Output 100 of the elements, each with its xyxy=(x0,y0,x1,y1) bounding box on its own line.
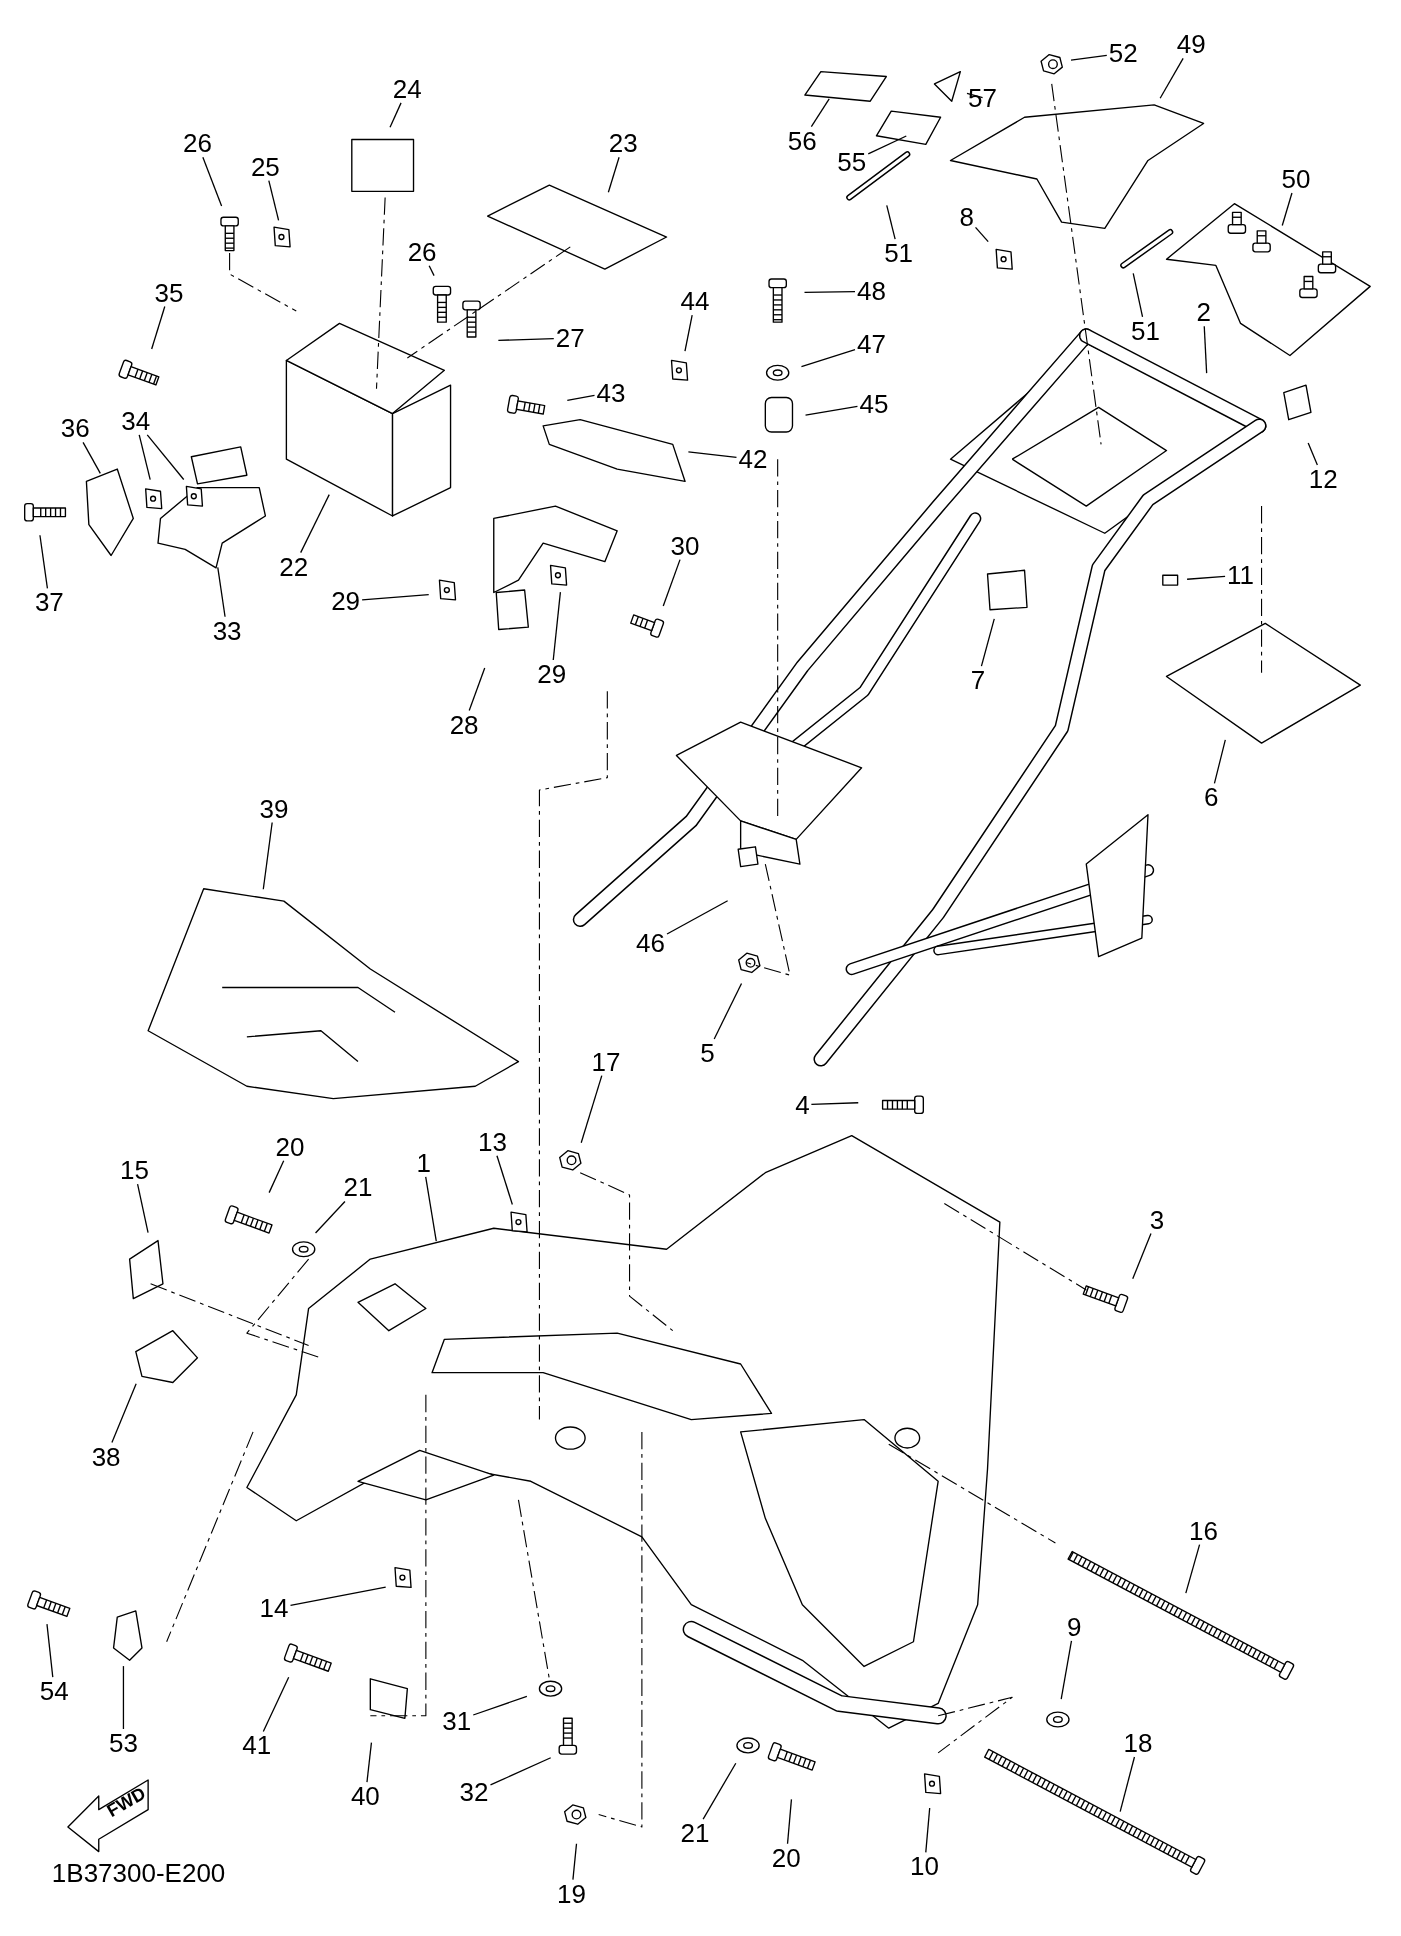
callout-number: 45 xyxy=(857,389,891,418)
callout-number: 23 xyxy=(606,129,640,158)
callout-number: 5 xyxy=(698,1038,717,1067)
callout-number: 51 xyxy=(1129,316,1162,345)
leader-line xyxy=(552,591,562,661)
leader-line xyxy=(1132,272,1144,318)
leader-line xyxy=(496,1155,513,1206)
callout-number: 7 xyxy=(968,666,988,695)
callout-number: 11 xyxy=(1225,561,1257,590)
leader-line xyxy=(146,434,185,481)
leader-line xyxy=(262,821,273,890)
callout-number: 53 xyxy=(106,1728,140,1757)
leader-line xyxy=(566,394,596,401)
leader-line xyxy=(966,92,984,99)
leader-line xyxy=(82,441,101,475)
callout-number: 18 xyxy=(1121,1728,1155,1757)
leader-line xyxy=(1060,1640,1073,1700)
callout-number: 14 xyxy=(257,1594,291,1623)
leader-line xyxy=(1203,325,1208,374)
callout-number: 8 xyxy=(957,203,976,232)
callout-number: 56 xyxy=(785,126,819,155)
callout-number: 3 xyxy=(1147,1205,1167,1234)
callout-number: 49 xyxy=(1174,30,1208,59)
callout-number: 31 xyxy=(440,1706,474,1735)
leader-line xyxy=(39,534,49,590)
leader-line xyxy=(702,1762,737,1820)
callout-number: 55 xyxy=(835,147,869,176)
callout-number: 24 xyxy=(390,74,424,103)
leader-line xyxy=(138,434,151,481)
leader-line xyxy=(366,1741,373,1783)
leader-line xyxy=(1213,739,1226,785)
leader-line xyxy=(925,1807,931,1854)
callout-number: 22 xyxy=(277,552,311,581)
leader-line xyxy=(1281,192,1293,227)
leader-line xyxy=(1307,442,1319,466)
leader-line xyxy=(122,1665,125,1730)
leader-line xyxy=(289,1586,387,1606)
callout-number: 29 xyxy=(535,659,569,688)
leader-line xyxy=(268,180,280,222)
leader-line xyxy=(867,135,907,155)
callout-number: 57 xyxy=(966,83,999,112)
leader-line xyxy=(300,494,330,554)
callout-number: 6 xyxy=(1201,783,1221,812)
leader-line xyxy=(262,1676,290,1733)
callout-number: 50 xyxy=(1279,165,1313,193)
callout-number: 39 xyxy=(257,794,291,823)
leader-line xyxy=(202,156,223,207)
leader-line xyxy=(472,1695,528,1716)
leader-line xyxy=(46,1623,54,1678)
callout-number: 27 xyxy=(553,324,587,353)
leader-line xyxy=(1186,575,1226,580)
callout-number: 9 xyxy=(1064,1612,1084,1641)
leader-line xyxy=(1070,54,1108,61)
leader-line xyxy=(111,1383,137,1444)
callout-number: 2 xyxy=(1194,298,1213,327)
callout-number: 16 xyxy=(1187,1516,1220,1545)
leader-line xyxy=(713,982,743,1040)
leader-line xyxy=(803,290,856,293)
callout-number: 15 xyxy=(118,1156,151,1185)
callout-number: 37 xyxy=(32,588,66,617)
drawing-number: 1B37300-E200 xyxy=(51,1857,226,1889)
leader-line xyxy=(980,618,995,667)
callout-number: 21 xyxy=(678,1819,712,1848)
callout-number: 13 xyxy=(476,1127,509,1156)
callout-number: 43 xyxy=(594,378,628,407)
callout-number: 32 xyxy=(457,1778,491,1807)
leader-line xyxy=(800,349,856,368)
leader-line xyxy=(1185,1544,1201,1594)
leader-line xyxy=(268,1160,285,1194)
callout-number: 25 xyxy=(248,152,282,181)
callout-number: 54 xyxy=(37,1677,71,1706)
callout-number: 26 xyxy=(405,237,439,266)
leader-line xyxy=(1132,1232,1152,1280)
leader-line xyxy=(151,305,166,350)
leader-line xyxy=(810,1102,859,1106)
callout-number: 29 xyxy=(329,587,363,616)
leader-line xyxy=(662,558,681,607)
callout-number: 36 xyxy=(58,414,92,443)
leader-line xyxy=(974,226,989,243)
leader-line xyxy=(684,314,693,352)
callout-number: 30 xyxy=(668,531,702,560)
leader-line xyxy=(428,265,435,277)
leader-line xyxy=(489,1757,552,1786)
leader-line xyxy=(607,156,620,193)
leader-line xyxy=(136,1183,149,1234)
leader-line xyxy=(314,1200,346,1234)
callout-number: 4 xyxy=(793,1090,812,1119)
callout-number: 51 xyxy=(882,239,916,268)
leader-line xyxy=(810,98,830,128)
leader-line xyxy=(572,1843,578,1881)
callout-number: 21 xyxy=(341,1173,375,1202)
callout-number: 10 xyxy=(908,1852,941,1881)
leader-line xyxy=(786,1798,793,1845)
callout-number: 19 xyxy=(555,1879,588,1908)
callout-number: 44 xyxy=(678,287,712,316)
callout-number: 20 xyxy=(769,1843,803,1872)
leader-line xyxy=(580,1074,603,1144)
callout-number: 38 xyxy=(89,1442,123,1471)
leader-line xyxy=(425,1176,437,1242)
callout-number: 48 xyxy=(855,277,888,306)
